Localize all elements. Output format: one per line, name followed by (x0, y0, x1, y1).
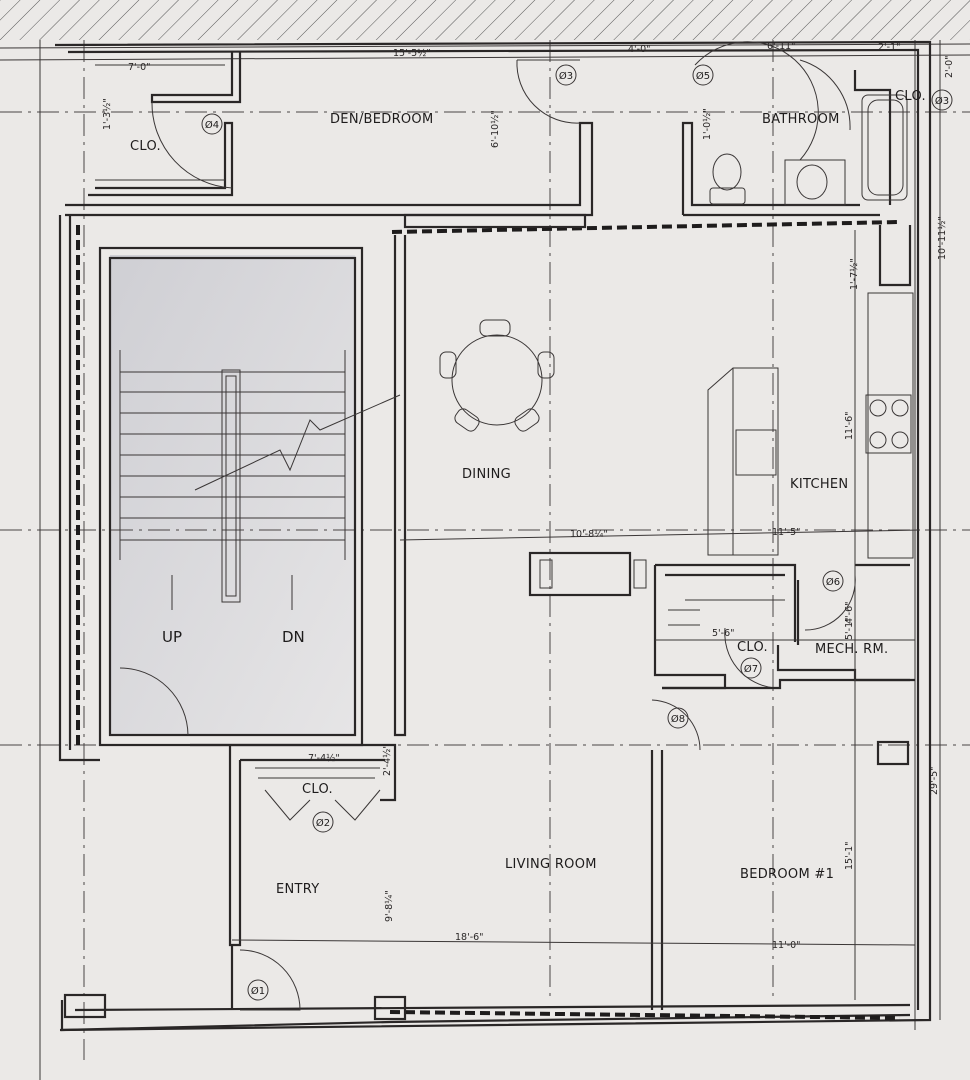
room-label-closet-bath: CLO. (895, 89, 926, 104)
door-tag: Ø6 (826, 576, 840, 588)
dimension-label: 5'-6" (712, 628, 735, 639)
dimension-label: 11'-6" (844, 411, 855, 440)
toilet-icon (712, 153, 742, 191)
exterior-hatch (0, 0, 970, 40)
dimension-label: 1'-0½" (702, 108, 713, 140)
room-label-closet-den: CLO. (130, 139, 161, 154)
entry-walls (63, 743, 407, 1021)
door-tags: Ø4 Ø3 Ø5 Ø3 Ø6 Ø7 Ø8 Ø2 Ø1 (201, 64, 953, 1001)
door-tag: Ø7 (744, 663, 758, 675)
dimension-label: 10'-8¼" (570, 529, 608, 540)
room-label-living-room: LIVING ROOM (505, 857, 597, 872)
bedroom-walls (650, 678, 910, 1010)
dimension-label: 6'-10½" (490, 110, 501, 148)
sink-icon (796, 164, 828, 200)
door-tag: Ø5 (696, 70, 710, 82)
door-tag: Ø2 (316, 817, 330, 829)
door-tag: Ø8 (671, 713, 685, 725)
dimension-label: 1'-7½" (849, 258, 860, 290)
dimension-label: 6'-11" (767, 41, 796, 52)
dimension-label: 4'-0" (628, 44, 651, 55)
dimension-label: 18'-6" (455, 932, 484, 943)
dining-table (439, 319, 555, 432)
stair-shading (110, 255, 355, 735)
beam-top (391, 220, 901, 234)
room-label-mech-room: MECH. RM. (815, 642, 888, 657)
cooktop-icon (865, 394, 912, 454)
dimension-label: 2'-0" (944, 56, 955, 79)
dimension-label: 4'-6" (844, 602, 855, 625)
door-tag: Ø1 (251, 985, 265, 997)
beam-bottom (389, 1010, 901, 1020)
dimension-lines (231, 230, 921, 1000)
room-label-closet-kitchen: CLO. (737, 640, 768, 655)
kitchen-fixtures (528, 225, 914, 597)
door-tag: Ø4 (205, 119, 219, 131)
door-tag: Ø3 (559, 70, 573, 82)
room-label-bedroom-1: BEDROOM #1 (740, 867, 834, 882)
exterior-walls (54, 40, 932, 1032)
room-label-den-bedroom: DEN/BEDROOM (330, 112, 434, 127)
dimension-label: 15'-5½" (393, 48, 431, 59)
dimension-labels: 7'-0" 15'-5½" 4'-0" 6'-11" 2'-1" 2'-0" 1… (102, 41, 955, 951)
dimension-label: 10'-11½" (937, 216, 948, 260)
dimension-label: 5'-1" (844, 618, 855, 641)
dimension-label: 11'-0" (772, 940, 801, 951)
door-tag: Ø3 (935, 95, 949, 107)
dimension-label: 9'-8¼" (384, 890, 395, 922)
room-label-entry: ENTRY (276, 882, 320, 897)
dimension-label: 15'-1" (844, 841, 855, 870)
dimension-label: 7'-0" (128, 62, 151, 73)
dimension-label: 7'-4½" (308, 753, 340, 764)
dimension-label: 2'-1" (878, 42, 901, 53)
room-label-dining: DINING (462, 467, 511, 482)
room-label-closet-entry: CLO. (302, 782, 333, 797)
bathroom-walls (681, 41, 908, 217)
dimension-label: 1'-3½" (102, 98, 113, 130)
dimension-label: 29'-5" (929, 766, 940, 795)
dimension-label: 2'-4½" (382, 744, 393, 776)
room-label-kitchen: KITCHEN (790, 477, 848, 492)
dimension-label: 11'-5" (772, 527, 801, 538)
stair-label-up: UP (162, 628, 182, 646)
room-label-bathroom: BATHROOM (762, 112, 840, 127)
stair-label-dn: DN (282, 628, 305, 646)
kitchen-sink-icon (735, 429, 777, 476)
